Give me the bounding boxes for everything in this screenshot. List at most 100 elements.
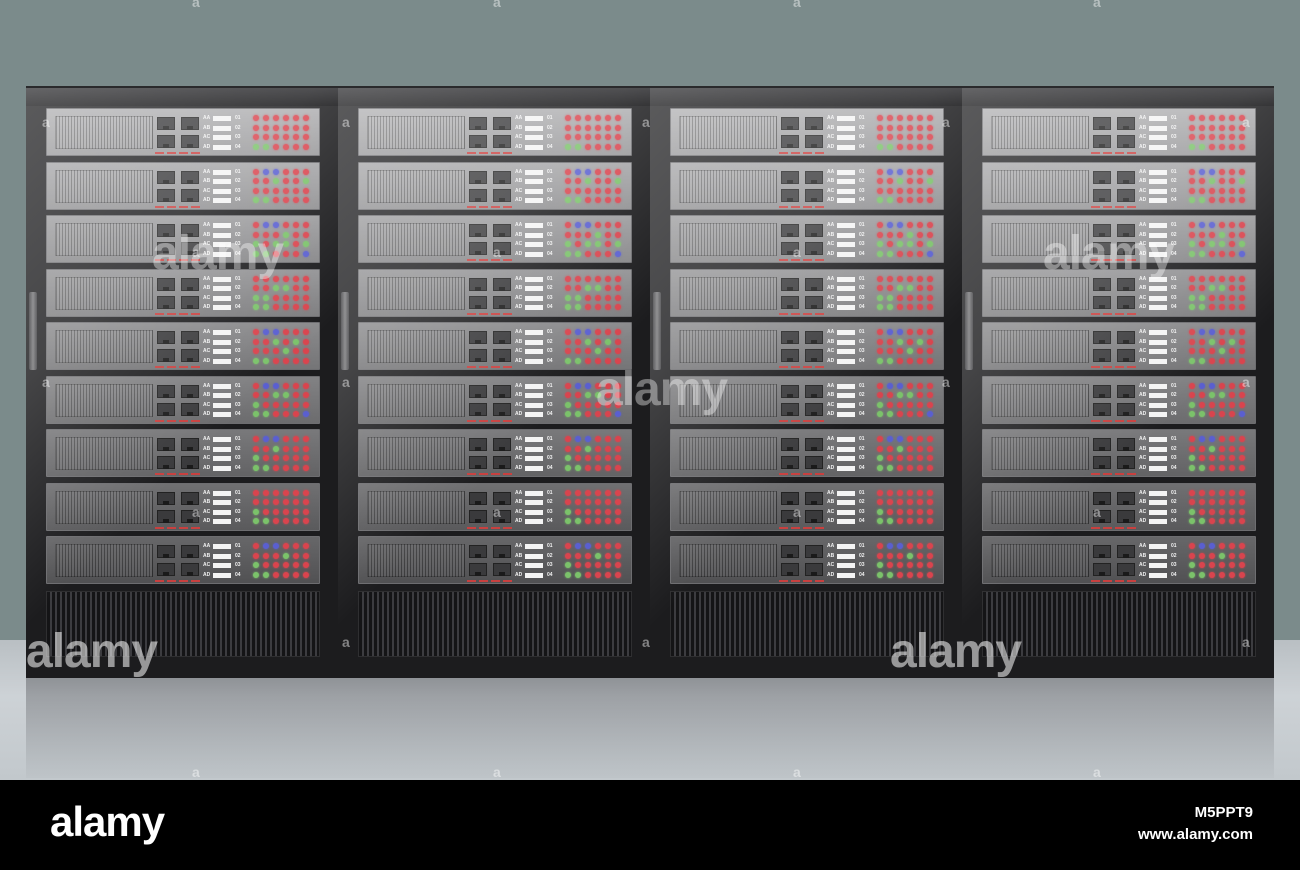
status-led-icon bbox=[565, 338, 571, 345]
status-led-icon bbox=[1209, 222, 1215, 228]
status-led-icon bbox=[253, 382, 259, 389]
cabinet-top bbox=[650, 88, 962, 106]
drive-bay-code: AB bbox=[827, 445, 835, 452]
drive-bay-code: AD bbox=[515, 197, 523, 203]
drive-bay-number: 03 bbox=[235, 294, 241, 301]
status-led-icon bbox=[877, 464, 883, 471]
drive-bay-number: 02 bbox=[235, 285, 241, 291]
ethernet-port-icon bbox=[781, 438, 799, 451]
status-led-icon bbox=[877, 134, 883, 140]
status-led-icon bbox=[273, 231, 279, 238]
status-led-icon bbox=[897, 338, 903, 345]
status-led-icon bbox=[283, 382, 289, 389]
drive-bay-slot bbox=[525, 251, 543, 257]
drive-bay-number: 04 bbox=[235, 304, 241, 310]
status-led-icon bbox=[253, 411, 259, 417]
watermark-small: a bbox=[793, 504, 801, 520]
drive-bay-code: AA bbox=[827, 489, 835, 496]
status-led-grid bbox=[565, 168, 629, 206]
status-led-grid bbox=[253, 435, 317, 473]
drive-bay-number: 01 bbox=[235, 168, 241, 175]
drive-bay-number: 03 bbox=[235, 455, 241, 461]
status-led-icon bbox=[907, 250, 913, 257]
ethernet-port-icon bbox=[1117, 349, 1135, 362]
ethernet-ports bbox=[1091, 329, 1137, 365]
status-led-icon bbox=[575, 124, 581, 131]
drive-bay-slot bbox=[1149, 490, 1167, 496]
status-led-icon bbox=[1209, 329, 1215, 335]
unit-vent-grille bbox=[367, 383, 465, 417]
status-led-icon bbox=[1199, 562, 1205, 568]
status-led-icon bbox=[575, 499, 581, 505]
status-led-icon bbox=[273, 285, 279, 291]
status-led-icon bbox=[283, 294, 289, 301]
unit-vent-grille bbox=[55, 223, 153, 256]
status-led-icon bbox=[1199, 382, 1205, 389]
drive-bay-slot bbox=[837, 358, 855, 364]
status-led-icon bbox=[877, 275, 883, 282]
status-led-icon bbox=[253, 250, 259, 257]
status-led-icon bbox=[303, 445, 309, 452]
status-led-icon bbox=[575, 231, 581, 238]
status-led-icon bbox=[565, 401, 571, 408]
status-led-icon bbox=[595, 571, 601, 578]
drive-bay-slot bbox=[213, 412, 231, 417]
ethernet-port-icon bbox=[805, 491, 823, 505]
status-led-icon bbox=[1239, 143, 1245, 150]
status-led-icon bbox=[1239, 357, 1245, 364]
ethernet-port-icon bbox=[805, 242, 823, 255]
status-led-icon bbox=[1199, 489, 1205, 496]
status-led-icon bbox=[575, 294, 581, 301]
status-led-icon bbox=[595, 455, 601, 461]
status-led-icon bbox=[1219, 294, 1225, 301]
drive-bay-slot bbox=[1149, 456, 1167, 461]
status-led-icon bbox=[283, 178, 289, 184]
status-led-icon bbox=[283, 134, 289, 140]
status-led-icon bbox=[1199, 329, 1205, 335]
drive-bay-slot bbox=[525, 286, 543, 291]
drive-bay-code: AD bbox=[515, 518, 523, 524]
status-led-icon bbox=[917, 445, 923, 452]
drive-bay-code: AC bbox=[203, 187, 211, 194]
port-status-strip bbox=[155, 205, 201, 208]
status-led-icon bbox=[253, 178, 259, 184]
status-led-icon bbox=[877, 348, 883, 354]
status-led-icon bbox=[283, 285, 289, 291]
status-led-icon bbox=[595, 250, 601, 257]
drive-bay-code: AD bbox=[203, 143, 211, 150]
drive-bay-code: AA bbox=[515, 115, 523, 121]
status-led-icon bbox=[1239, 168, 1245, 175]
status-led-icon bbox=[283, 250, 289, 257]
watermark-logo: alamy bbox=[152, 227, 284, 280]
drive-bay-code: AD bbox=[203, 571, 211, 578]
drive-bay-code: AD bbox=[1139, 197, 1147, 203]
drive-bay-code: AA bbox=[203, 329, 211, 335]
status-led-icon bbox=[595, 489, 601, 496]
status-led-icon bbox=[1199, 250, 1205, 257]
drive-bay-number: 04 bbox=[547, 250, 553, 257]
drive-bay-code: AB bbox=[515, 499, 523, 505]
status-led-icon bbox=[927, 197, 933, 203]
status-led-icon bbox=[263, 455, 269, 461]
status-led-icon bbox=[897, 392, 903, 398]
port-status-strip bbox=[467, 526, 513, 529]
ethernet-port-icon bbox=[493, 277, 511, 291]
status-led-icon bbox=[585, 197, 591, 203]
drive-bay-number: 04 bbox=[859, 197, 865, 203]
drive-bay-slot bbox=[1149, 330, 1167, 335]
status-led-icon bbox=[293, 124, 299, 131]
drive-bay-code: AA bbox=[515, 222, 523, 228]
unit-vent-grille bbox=[55, 169, 153, 203]
drive-bay-code: AC bbox=[515, 348, 523, 354]
drive-bay-code: AD bbox=[827, 357, 835, 364]
status-led-icon bbox=[585, 294, 591, 301]
